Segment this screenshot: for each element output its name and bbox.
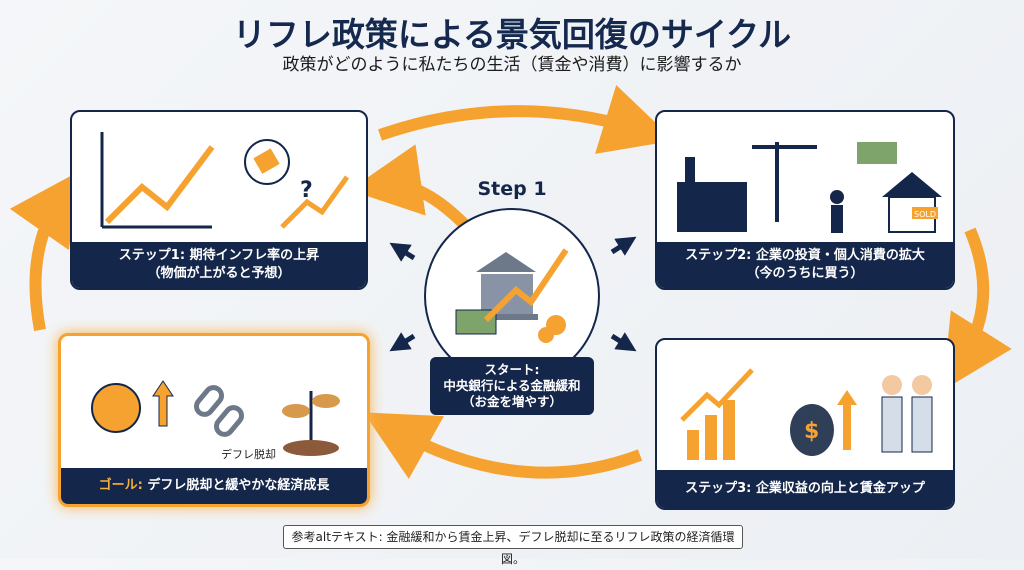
step2-title: ステップ2: 企業の投資・個人消費の拡大	[685, 248, 925, 264]
start-note: （お金を増やす）	[461, 394, 562, 410]
card-step1: ? ステップ1: 期待インフレ率の上昇 （物価が上がると予想）	[70, 110, 368, 290]
svg-text:$: $	[804, 419, 819, 444]
start-description: 中央銀行による金融緩和	[443, 377, 581, 393]
bank-money-growth-icon	[455, 248, 569, 343]
step3-title: ステップ3: 企業収益の向上と賃金アップ	[685, 481, 925, 497]
page-subtitle: 政策がどのように私たちの生活（賃金や消費）に影響するか	[282, 55, 742, 75]
arrow-ne	[610, 236, 637, 256]
alt-text-caption: 参考altテキスト: 金融緩和から賃金上昇、デフレ脱却に至るリフレ政策の経済循環…	[283, 525, 743, 566]
sun-broken-chain-sprout-icon	[91, 380, 340, 456]
central-bank-circle	[424, 208, 600, 384]
step1-title: ステップ1: 期待インフレ率の上昇	[118, 248, 320, 264]
arrow-step1-to-step2	[378, 85, 675, 154]
card-step3: $ ステップ3: 企業収益の向上と賃金アップ	[655, 338, 955, 510]
start-title: スタート:	[484, 361, 540, 377]
svg-text:?: ?	[300, 178, 313, 203]
arrow-goal-to-step1	[9, 170, 81, 332]
page-title: リフレ政策による景気回復のサイクル	[232, 15, 792, 54]
arrow-sw	[389, 332, 416, 352]
start-label: スタート: 中央銀行による金融緩和 （お金を増やす）	[430, 357, 594, 415]
card-goal: デフレ脱却 ゴール: デフレ脱却と緩やかな経済成長	[58, 333, 370, 507]
rising-chart-price-tag-icon: ?	[100, 132, 350, 229]
arrow-center-to-step1	[349, 144, 470, 230]
arrow-nw	[389, 242, 416, 262]
step1-subtitle: （物価が上がると予想）	[147, 266, 291, 281]
sold-sign: SOLD	[914, 210, 936, 219]
factory-crane-shopping-house-icon: SOLD	[677, 142, 942, 233]
goal-title: デフレ脱却と緩やかな経済成長	[147, 478, 330, 494]
card-step2: SOLD ステップ2: 企業の投資・個人消費の拡大 （今のうちに買う）	[655, 110, 955, 290]
step2-subtitle: （今のうちに買う）	[746, 266, 864, 281]
deflation-exit-tag: デフレ脱却	[221, 448, 276, 461]
arrow-se	[610, 332, 637, 352]
goal-prefix: ゴール:	[98, 478, 143, 494]
bar-chart-moneybag-workers-icon: $	[680, 368, 933, 460]
arrow-step3-to-goal	[363, 412, 643, 479]
arrow-step2-to-step3	[942, 227, 1012, 391]
step1-heading: Step 1	[477, 178, 547, 200]
